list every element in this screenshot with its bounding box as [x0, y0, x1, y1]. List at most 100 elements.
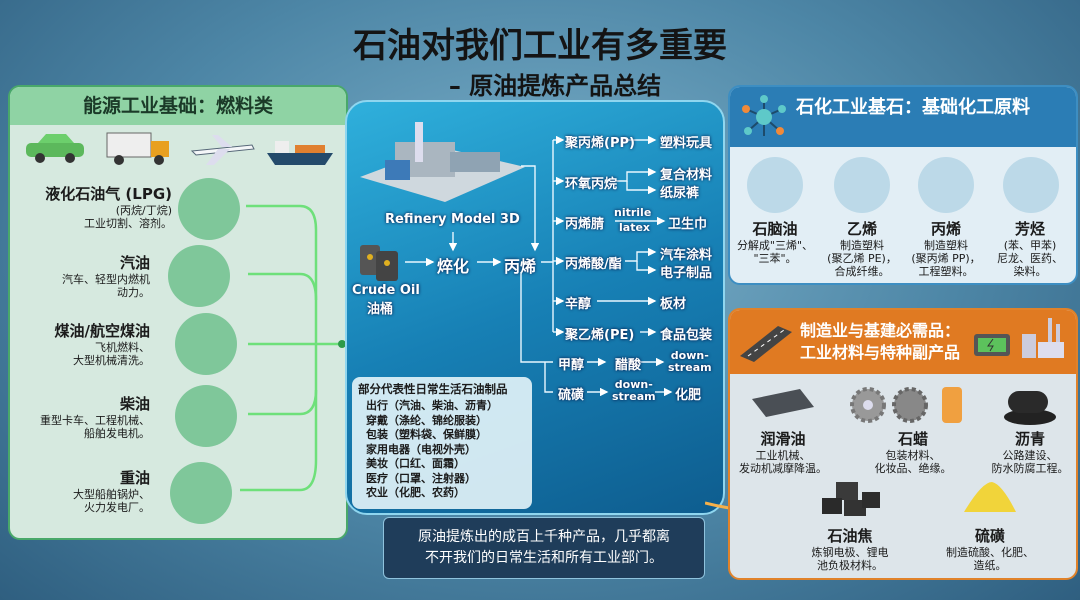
- petrochemical-header: 石化工业基石：基础化工原料: [730, 87, 1076, 147]
- product-composites: 复合材料: [660, 168, 713, 183]
- cracking-node: 焠化: [437, 257, 470, 276]
- refinery-label: Refinery Model 3D: [385, 212, 520, 227]
- product-name: 石蜡: [897, 430, 928, 448]
- branch-pp: 聚丙烯(PP): [565, 136, 635, 151]
- material-desc: (聚丙烯 PP)，: [911, 252, 981, 265]
- road-icon: [740, 326, 792, 362]
- lubricant-road-icon: [752, 389, 814, 417]
- sulfur-downstream: down-stream: [612, 379, 656, 403]
- fuel-item-lpg: 液化石油气 (LPG)(丙烷/丁烷)工业切割、溶剂。: [0, 183, 172, 230]
- fuel-panel: 能源工业基础：燃料类: [8, 85, 348, 540]
- material-name: 丙烯: [930, 220, 961, 238]
- fuel-name: 汽油: [119, 254, 150, 272]
- fuel-item-heavy-oil: 重油大型船舶锅炉、火力发电厂。: [0, 467, 150, 514]
- crude-oil-label: Crude Oil: [352, 283, 420, 298]
- downstream-line: down-: [670, 349, 709, 362]
- truck-icon: [106, 132, 169, 165]
- product-desc: 工业机械、: [755, 449, 811, 462]
- fuel-desc: (丙烷/丁烷): [115, 204, 172, 217]
- material-desc: 合成纤维。: [834, 265, 890, 278]
- ship-icon: [170, 462, 232, 524]
- factory-icon: [1022, 318, 1064, 358]
- propylene-node: 丙烯: [504, 257, 537, 276]
- product-desc: 制造硫酸、化肥、: [946, 546, 1034, 559]
- material-name: 乙烯: [846, 220, 877, 238]
- asphalt-roll-icon: [1004, 391, 1056, 425]
- sulfur-node: 硫磺: [558, 388, 585, 403]
- material-desc: 染料。: [1013, 265, 1047, 278]
- material-desc: (苯、甲苯): [1003, 239, 1057, 252]
- list-item: 家用电器（电视外壳）: [366, 442, 476, 456]
- product-name: 硫磺: [974, 527, 1005, 545]
- ethylene-molecule-icon: [834, 157, 890, 213]
- fuel-desc: 大型船舶锅炉、: [73, 488, 150, 501]
- fuel-item-gasoline: 汽油汽车、轻型内燃机动力。: [0, 252, 150, 299]
- caption-line: 原油提炼出的成百上千种产品，几乎都离: [418, 529, 670, 545]
- molecule-icon: [742, 95, 786, 136]
- fuel-name: 柴油: [119, 395, 150, 413]
- list-item: 农业（化肥、农药）: [366, 486, 465, 499]
- gas-tank-icon: [178, 178, 240, 240]
- product-name: 石油焦: [827, 527, 873, 545]
- list-item: 穿戴（涤纶、锦纶服装）: [366, 413, 487, 427]
- product-desc: 炼钢电极、锂电: [811, 546, 889, 559]
- branch-octanol: 辛醇: [565, 297, 592, 312]
- branch-acrylic-acid: 丙烯酸/酯: [565, 257, 622, 272]
- product-electronics: 电子制品: [660, 266, 713, 281]
- truck-icon: [175, 385, 237, 447]
- list-item: 医疗（口罩、注射器）: [366, 471, 476, 485]
- product-diapers: 纸尿裤: [660, 186, 700, 201]
- methanol-downstream: down-stream: [668, 350, 712, 374]
- product-desc: 公路建设、: [1002, 449, 1058, 462]
- fuel-desc: 工业切割、溶剂。: [84, 217, 172, 230]
- product-petroleum-coke: 石油焦炼钢电极、锂电池负极材料。: [802, 525, 898, 572]
- fuel-desc: 重型卡车、工程机械、: [40, 414, 150, 427]
- material-ethylene: 乙烯制造塑料(聚乙烯 PE)，合成纤维。: [814, 218, 910, 278]
- material-propylene: 丙烯制造塑料(聚丙烯 PP)，工程塑料。: [898, 218, 994, 278]
- page-title: 石油对我们工业有多重要: [353, 26, 727, 66]
- downstream-line: down-: [614, 378, 653, 391]
- crude-oil-label-cn: 油桶: [367, 302, 394, 317]
- downstream-line: stream: [668, 361, 712, 374]
- branch-pe: 聚乙烯(PE): [565, 328, 635, 343]
- product-food-packaging: 食品包装: [660, 328, 713, 343]
- product-desc: 包装材料、: [885, 449, 941, 462]
- manufacturing-header: 制造业与基建必需品： 工业材料与特种副产品: [730, 310, 1076, 374]
- product-asphalt: 沥青公路建设、防水防腐工程。: [982, 428, 1078, 475]
- branch-acrylonitrile: 丙烯腈: [565, 217, 605, 232]
- fuel-desc: 汽车、轻型内燃机: [62, 273, 150, 286]
- header-line: 工业材料与特种副产品: [800, 343, 961, 362]
- product-sanitary-pads: 卫生巾: [668, 217, 708, 232]
- ship-icon: [267, 141, 333, 165]
- branch-propylene-oxide: 环氧丙烷: [565, 177, 618, 192]
- propylene-pellets-icon: [918, 157, 974, 213]
- flask-icon: [1003, 157, 1059, 213]
- material-desc: 工程塑料。: [918, 265, 974, 278]
- fuel-desc: 船舶发电机。: [84, 427, 150, 440]
- summary-caption: 原油提炼出的成百上千种产品，几乎都离 不开我们的日常生活和所有工业部门。: [383, 517, 705, 579]
- fuel-name: 重油: [119, 469, 150, 487]
- material-desc: 制造塑料: [924, 239, 968, 252]
- material-desc: 制造塑料: [840, 239, 884, 252]
- fuel-desc: 大型机械清洗。: [73, 354, 150, 367]
- product-desc: 池负极材料。: [817, 559, 883, 572]
- product-name: 沥青: [1014, 430, 1045, 448]
- fuel-name: 煤油/航空煤油: [54, 322, 150, 340]
- product-desc: 造纸。: [973, 559, 1007, 572]
- product-paraffin: 石蜡包装材料、化妆品、绝缘。: [865, 428, 961, 475]
- list-title: 部分代表性日常生活石油制品: [358, 382, 508, 396]
- material-desc: 分解成"三烯"、: [736, 239, 814, 252]
- car-icon: [26, 134, 84, 163]
- petroleum-coke-icon: [822, 482, 880, 516]
- fuel-item-kerosene: 煤油/航空煤油飞机燃料、大型机械清洗。: [0, 320, 150, 367]
- methanol-node: 甲醇: [558, 358, 585, 373]
- flow-arrows: [405, 135, 673, 397]
- downstream-line: stream: [612, 390, 656, 403]
- product-name: 润滑油: [760, 430, 806, 448]
- product-sulfur: 硫磺制造硫酸、化肥、造纸。: [942, 525, 1038, 572]
- material-name: 石脑油: [752, 220, 798, 238]
- battery-icon: [974, 334, 1010, 356]
- airplane-icon: [175, 313, 237, 375]
- fuel-desc: 飞机燃料、: [95, 341, 150, 354]
- product-lubricant: 润滑油工业机械、发动机减摩降温。: [735, 428, 831, 475]
